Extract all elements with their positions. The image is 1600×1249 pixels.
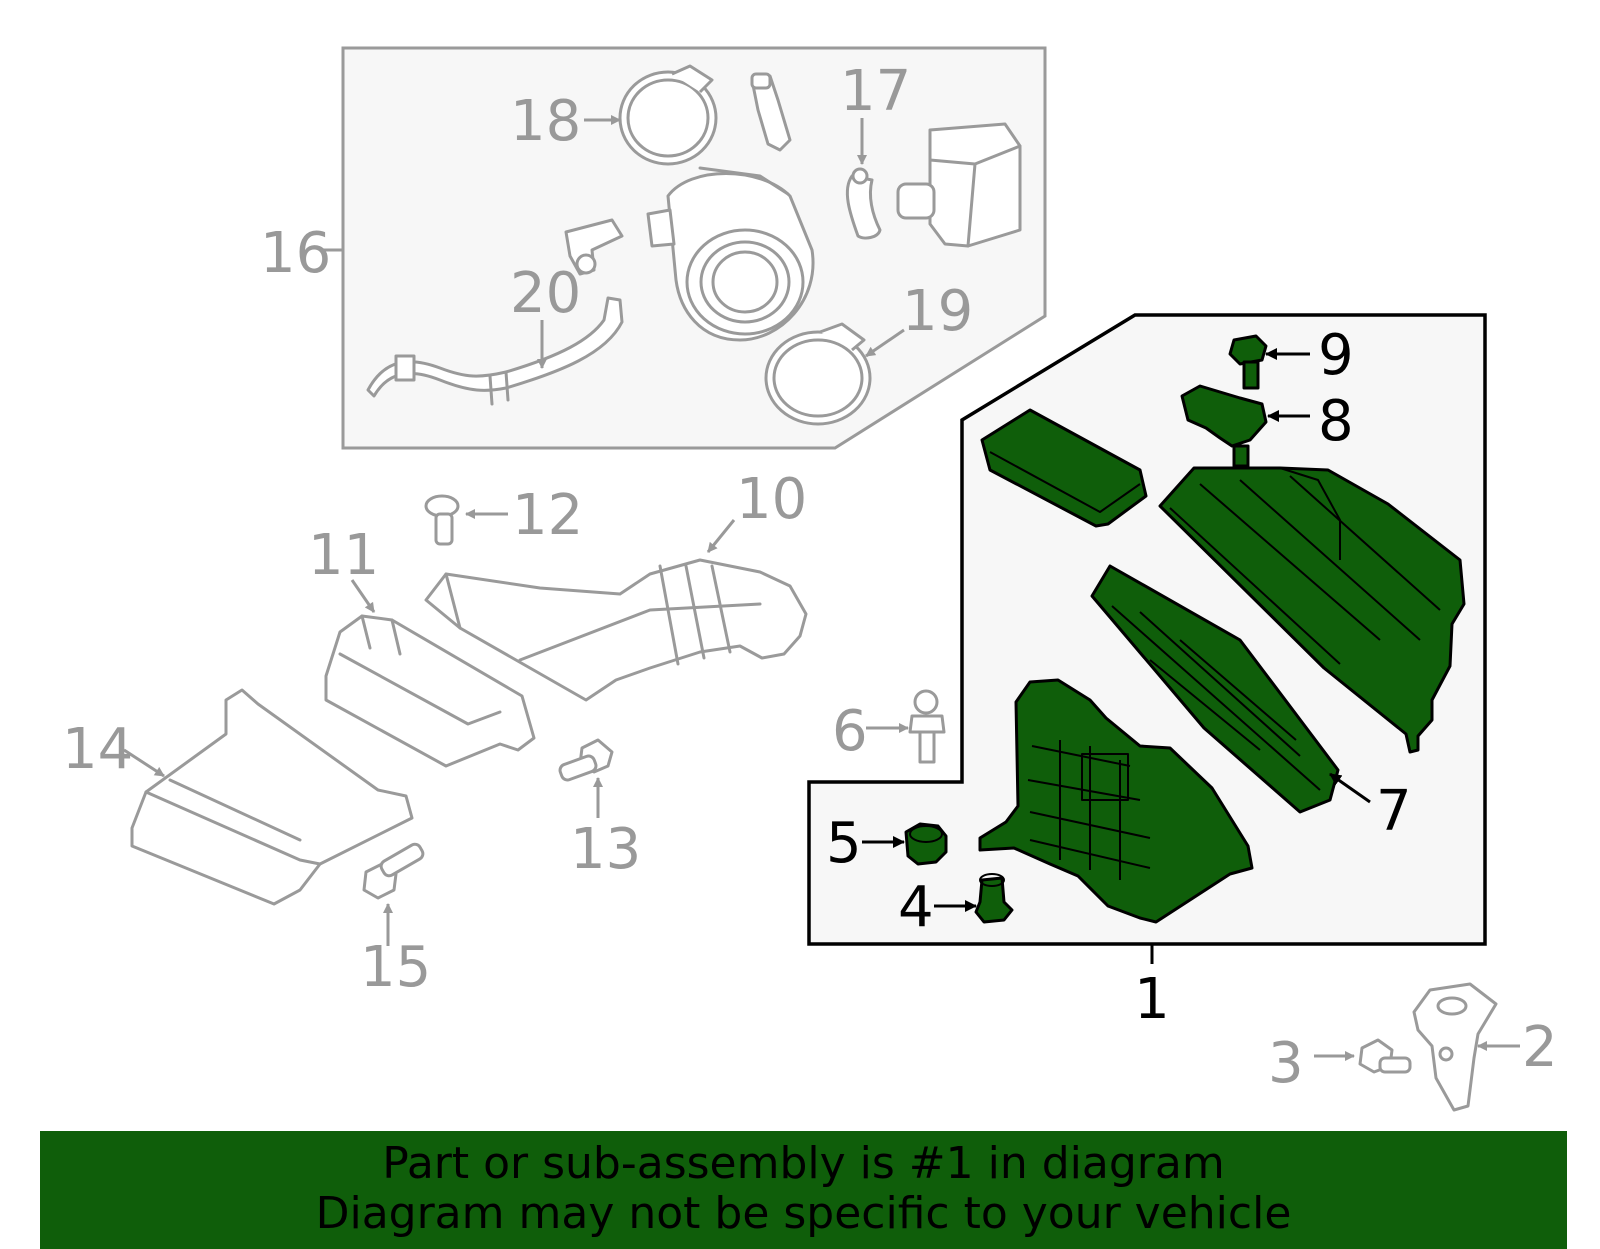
arrow-10	[706, 519, 736, 553]
part-9-bolt[interactable]	[1228, 334, 1268, 390]
callout-17: 17	[840, 59, 911, 124]
arrow-19	[865, 328, 905, 358]
part-inlet-duct[interactable]	[980, 408, 1148, 528]
part-2-bracket[interactable]	[1412, 982, 1498, 1112]
callout-5: 5	[826, 811, 862, 876]
callout-10: 10	[736, 467, 807, 532]
part-sensor-small[interactable]	[750, 72, 792, 152]
part-10-duct[interactable]	[424, 558, 808, 702]
part-6-bolt[interactable]	[908, 689, 946, 764]
part-20-hose[interactable]	[366, 218, 624, 406]
part-13-bolt[interactable]	[558, 738, 614, 782]
part-14-cover[interactable]	[130, 688, 414, 906]
callout-15: 15	[360, 935, 431, 1000]
callout-3: 3	[1268, 1031, 1304, 1096]
part-lower-housing[interactable]	[978, 678, 1254, 924]
callout-11: 11	[308, 523, 379, 588]
callout-16: 16	[260, 221, 331, 286]
callout-19: 19	[902, 279, 973, 344]
arrow-14	[123, 748, 165, 778]
part-upper-housing[interactable]	[1158, 466, 1466, 754]
notice-line-1: Part or sub-assembly is #1 in diagram	[382, 1138, 1225, 1189]
part-4-bushing[interactable]	[974, 873, 1014, 924]
part-throttle-housing[interactable]	[646, 166, 815, 342]
callout-20: 20	[510, 261, 581, 326]
callout-12: 12	[512, 483, 583, 548]
callout-14: 14	[62, 717, 133, 782]
part-8-sensor[interactable]	[1180, 384, 1268, 468]
part-19-clamp[interactable]	[764, 322, 872, 426]
callout-8: 8	[1318, 389, 1354, 454]
callout-6: 6	[832, 699, 868, 764]
arrow-11	[350, 579, 376, 613]
notice-banner: Part or sub-assembly is #1 in diagram Di…	[40, 1131, 1567, 1249]
part-11-bracket[interactable]	[324, 614, 536, 768]
arrow-7	[1329, 772, 1371, 804]
callout-13: 13	[570, 817, 641, 882]
callout-1: 1	[1134, 967, 1170, 1032]
part-resonator[interactable]	[896, 122, 1022, 248]
callout-18: 18	[510, 89, 581, 154]
callout-4: 4	[898, 875, 934, 940]
notice-line-2: Diagram may not be specific to your vehi…	[315, 1188, 1292, 1239]
part-15-bolt[interactable]	[362, 842, 425, 900]
part-5-grommet[interactable]	[904, 822, 948, 866]
callout-2: 2	[1522, 1015, 1558, 1080]
part-12-clip[interactable]	[424, 494, 460, 546]
part-17-hose-clamp[interactable]	[845, 167, 882, 240]
part-3-bolt[interactable]	[1358, 1038, 1412, 1074]
callout-7: 7	[1376, 779, 1412, 844]
callout-9: 9	[1318, 323, 1354, 388]
